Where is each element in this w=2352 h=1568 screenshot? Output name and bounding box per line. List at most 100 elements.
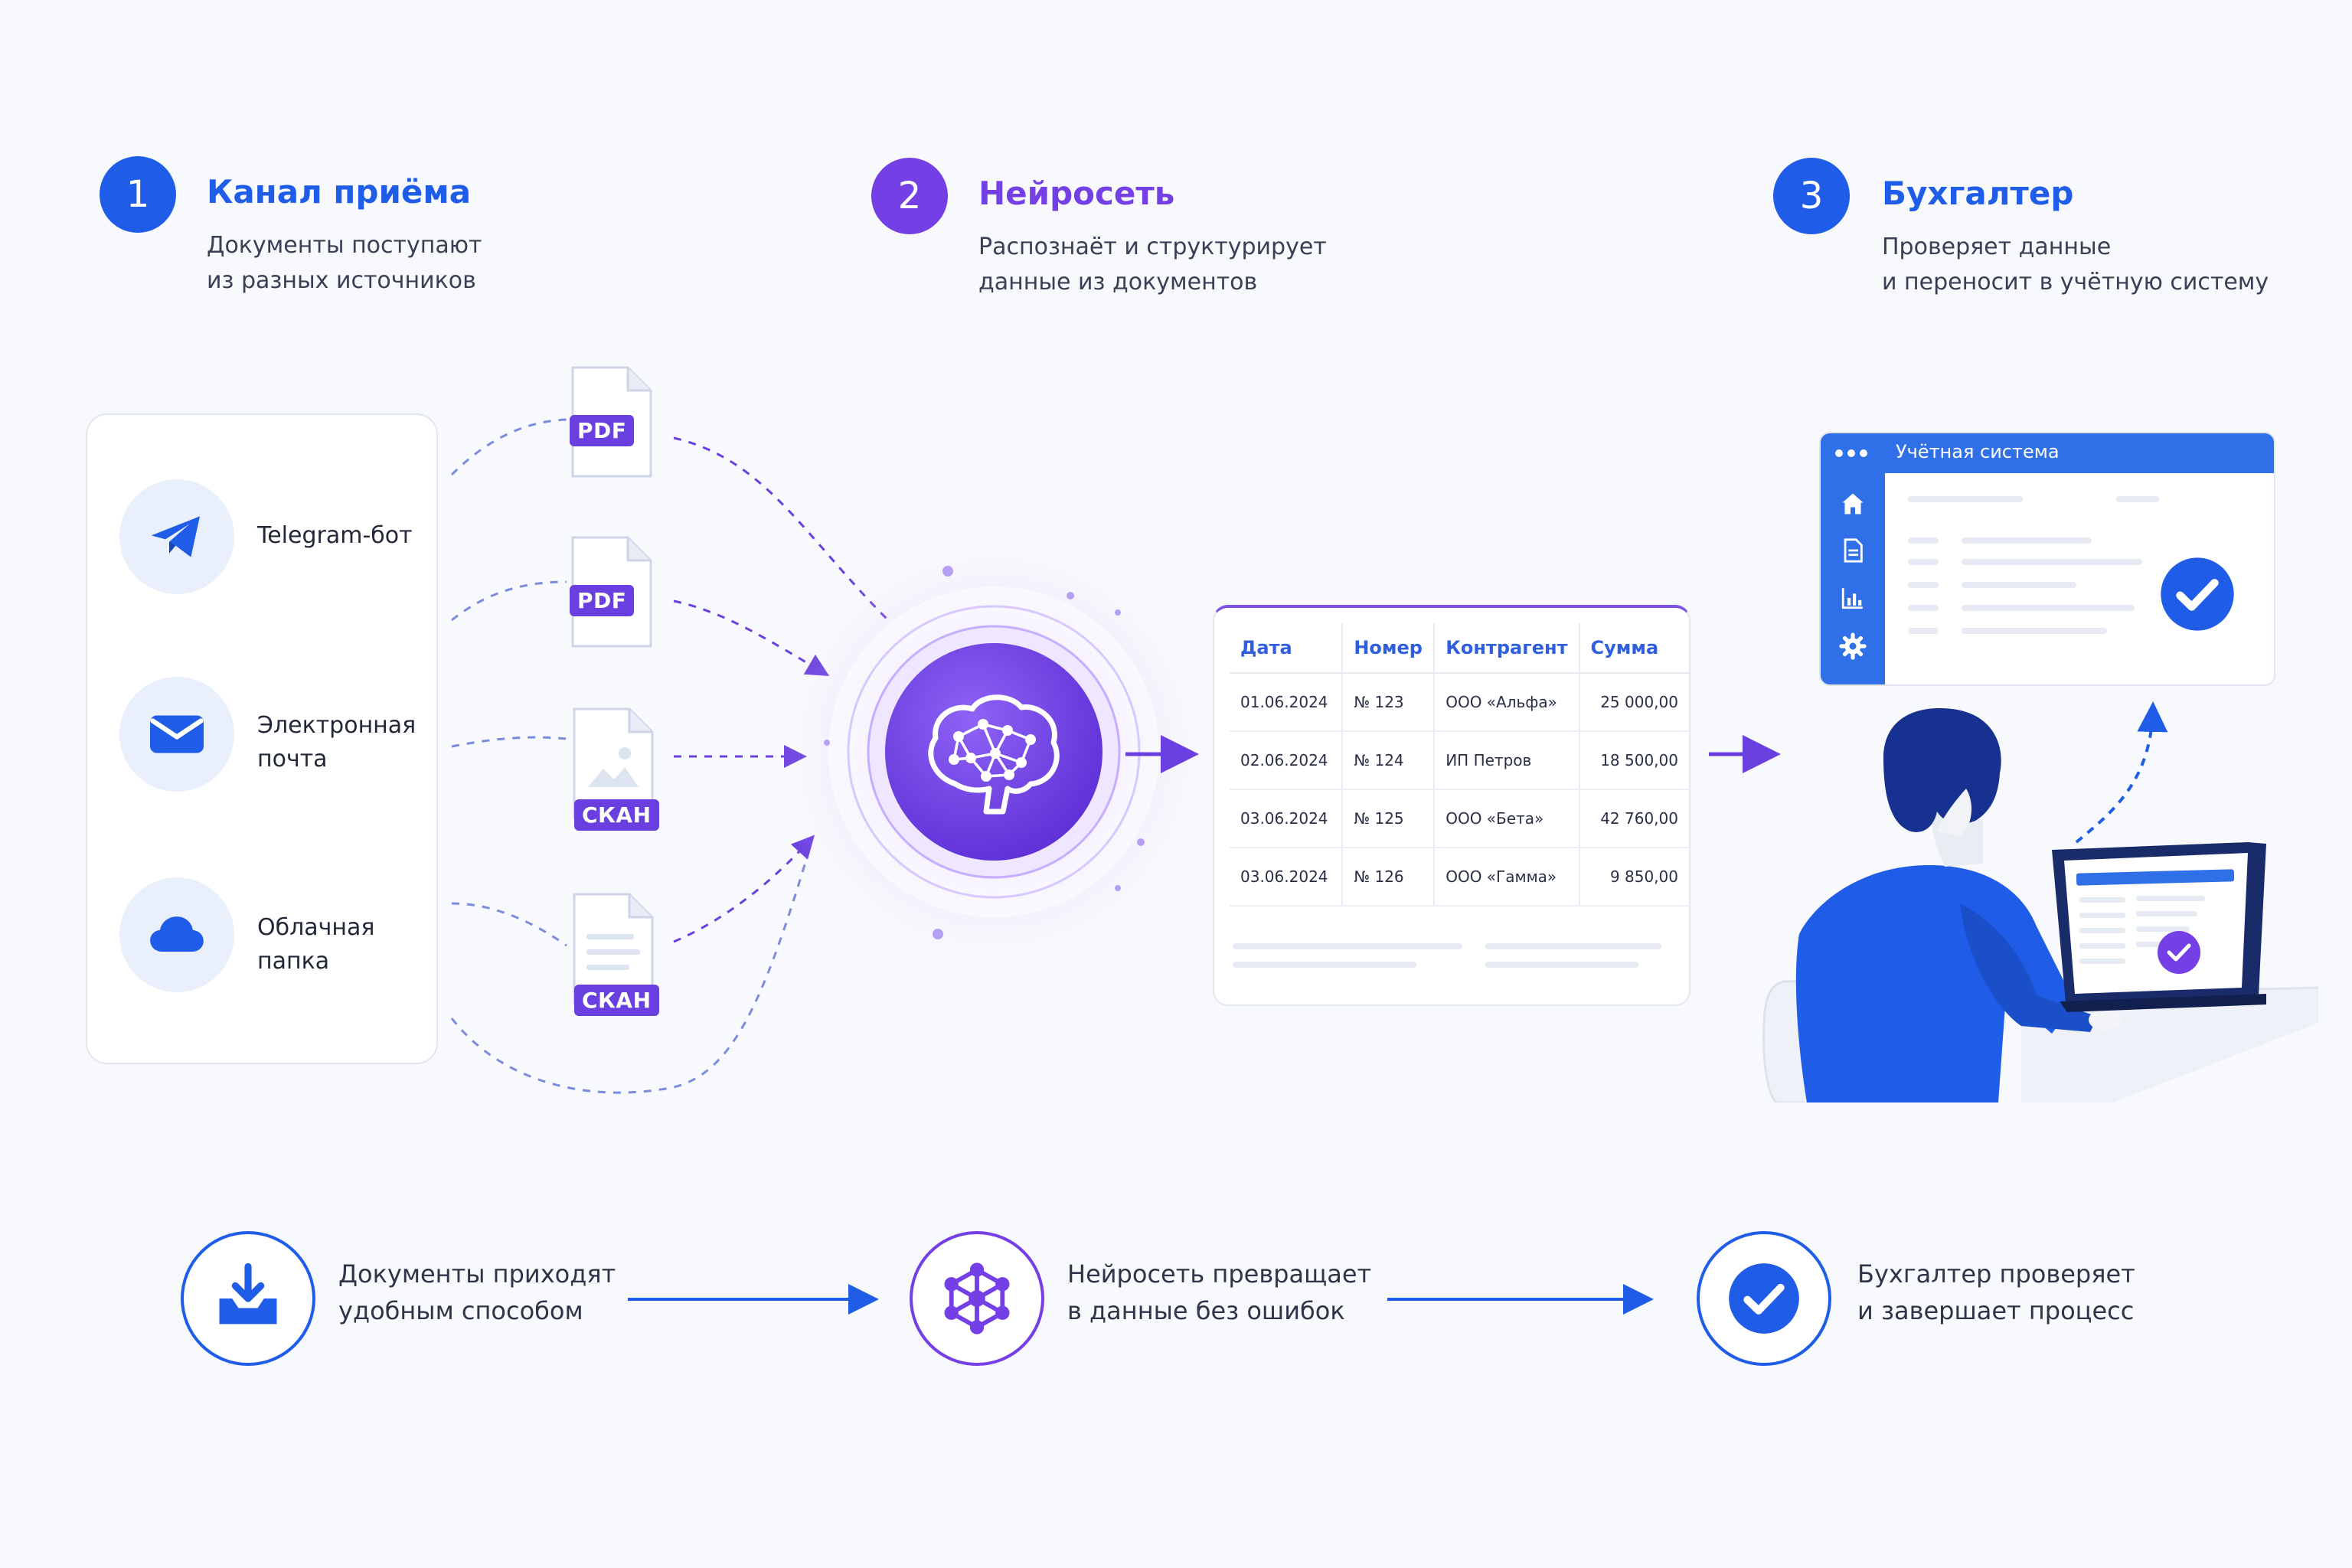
accounting-placeholder-line [1962, 605, 2135, 611]
bottom-step-2-line1: Нейросеть превращает [1067, 1259, 1372, 1289]
channel-email-label-line1: Электронная [257, 712, 416, 739]
accounting-placeholder-line [1962, 537, 2092, 544]
document-1-tag: PDF [570, 415, 635, 446]
document-2-tag: PDF [570, 585, 635, 616]
bottom-step-1-line2: удобным способом [338, 1296, 583, 1325]
cell-amount: 42 760,00 [1579, 789, 1689, 848]
bottom-step-2-badge [910, 1231, 1044, 1366]
step-3-title: Бухгалтер [1882, 175, 2074, 212]
accounting-placeholder-line [1908, 582, 1939, 588]
accounting-placeholder-line [1908, 628, 1939, 634]
accounting-placeholder-line [1962, 582, 2076, 588]
text-file-icon [573, 893, 654, 1004]
table-placeholder-line [1233, 962, 1416, 968]
mail-icon [150, 715, 204, 753]
accounting-placeholder-line [1908, 605, 1939, 611]
gear-icon[interactable] [1839, 632, 1867, 660]
arrow-laptop-to-accounting [2075, 701, 2168, 844]
channel-to-doc-connectors [450, 418, 813, 1094]
cell-date: 03.06.2024 [1230, 848, 1344, 906]
cell-date: 01.06.2024 [1230, 673, 1344, 732]
channel-cloud-label-line2: папка [257, 948, 330, 975]
accounting-placeholder-line [1962, 628, 2107, 634]
cell-number: № 126 [1342, 848, 1436, 906]
bottom-step-3-line2: и завершает процесс [1857, 1296, 2135, 1325]
cell-amount: 9 850,00 [1579, 848, 1689, 906]
bottom-step-2-line2: в данные без ошибок [1067, 1296, 1345, 1325]
cell-counterparty: ИП Петров [1434, 731, 1580, 790]
step-3-number: 3 [1773, 158, 1850, 234]
accounting-placeholder-line [1962, 559, 2142, 565]
mail-icon-badge [119, 677, 234, 792]
table-placeholder-line [1233, 943, 1462, 949]
table-placeholder-line [1485, 943, 1661, 949]
cell-amount: 18 500,00 [1579, 731, 1689, 790]
step-3-desc-line2: и переносит в учётную систему [1882, 269, 2269, 296]
accounting-titlebar: Учётная система [1821, 433, 2274, 473]
image-file-icon [573, 707, 654, 819]
table-row: 02.06.2024 № 124 ИП Петров 18 500,00 [1230, 731, 1689, 790]
step-1-desc-line1: Документы поступают [207, 232, 482, 259]
table-row: 03.06.2024 № 125 ООО «Бета» 42 760,00 [1230, 789, 1689, 848]
step-1-number: 1 [100, 156, 176, 233]
accountant-illustration [1762, 707, 2319, 1102]
brain-icon [928, 694, 1060, 815]
check-icon [1729, 1263, 1799, 1334]
cloud-icon [150, 916, 204, 952]
channel-email-label-line2: почта [257, 746, 328, 773]
step-1-title: Канал приёма [207, 173, 472, 211]
document-4: СКАН [571, 891, 659, 1016]
cell-date: 03.06.2024 [1230, 789, 1344, 848]
window-dots-icon [1835, 449, 1867, 457]
cell-number: № 123 [1342, 673, 1436, 732]
accounting-window-title: Учётная система [1896, 441, 2060, 462]
accounting-sidebar [1821, 473, 1885, 684]
bottom-step-3-line1: Бухгалтер проверяет [1857, 1259, 2135, 1289]
cloud-icon-badge [119, 877, 234, 992]
accounting-placeholder-line [1908, 559, 1939, 565]
accounting-placeholder-line [1908, 496, 2023, 502]
cell-number: № 125 [1342, 789, 1436, 848]
step-3-desc-line1: Проверяет данные [1882, 234, 2112, 260]
home-icon[interactable] [1839, 490, 1867, 518]
table-row: 01.06.2024 № 123 ООО «Альфа» 25 000,00 [1230, 673, 1689, 732]
document-3: СКАН [571, 706, 659, 831]
table-header-row: Дата Номер Контрагент Сумма [1230, 623, 1689, 674]
extracted-data-table: Дата Номер Контрагент Сумма 01.06.2024 №… [1230, 623, 1689, 906]
col-amount-header: Сумма [1579, 623, 1689, 674]
step-2-title: Нейросеть [978, 175, 1175, 212]
table-placeholder-line [1485, 962, 1638, 968]
step-2-number: 2 [871, 158, 948, 234]
table-row: 03.06.2024 № 126 ООО «Гамма» 9 850,00 [1230, 848, 1689, 906]
col-number-header: Номер [1342, 623, 1436, 674]
bottom-step-3-badge [1697, 1231, 1831, 1366]
cell-counterparty: ООО «Бета» [1434, 789, 1580, 848]
chart-icon[interactable] [1840, 585, 1866, 611]
cell-number: № 124 [1342, 731, 1436, 790]
channel-telegram-label: Telegram-бот [257, 522, 413, 549]
telegram-icon [151, 516, 200, 557]
document-2: PDF [570, 534, 654, 649]
check-icon [2161, 557, 2234, 631]
cell-amount: 25 000,00 [1579, 673, 1689, 732]
step-2-desc-line1: Распознаёт и структурирует [978, 234, 1327, 260]
cell-counterparty: ООО «Альфа» [1434, 673, 1580, 732]
accounting-system-window: Учётная система [1819, 432, 2275, 686]
col-counterparty-header: Контрагент [1434, 623, 1580, 674]
accounting-placeholder-line [1908, 537, 1939, 544]
extracted-data-table-card: Дата Номер Контрагент Сумма 01.06.2024 №… [1213, 605, 1690, 1006]
step-1-desc-line2: из разных источников [207, 267, 476, 294]
channel-cloud-label-line1: Облачная [257, 914, 375, 941]
inbox-download-icon [219, 1263, 277, 1325]
col-date-header: Дата [1230, 623, 1344, 674]
bottom-step-1-line1: Документы приходят [338, 1259, 616, 1289]
accounting-placeholder-line [2116, 496, 2159, 502]
channel-card: Telegram-бот Электронная почта Облачная … [86, 413, 438, 1064]
document-4-tag: СКАН [574, 985, 659, 1016]
bottom-step-1-badge [181, 1231, 315, 1366]
network-icon [944, 1263, 1010, 1334]
cell-counterparty: ООО «Гамма» [1434, 848, 1580, 906]
cell-date: 02.06.2024 [1230, 731, 1344, 790]
document-icon[interactable] [1840, 537, 1866, 564]
telegram-icon-badge [119, 479, 234, 594]
